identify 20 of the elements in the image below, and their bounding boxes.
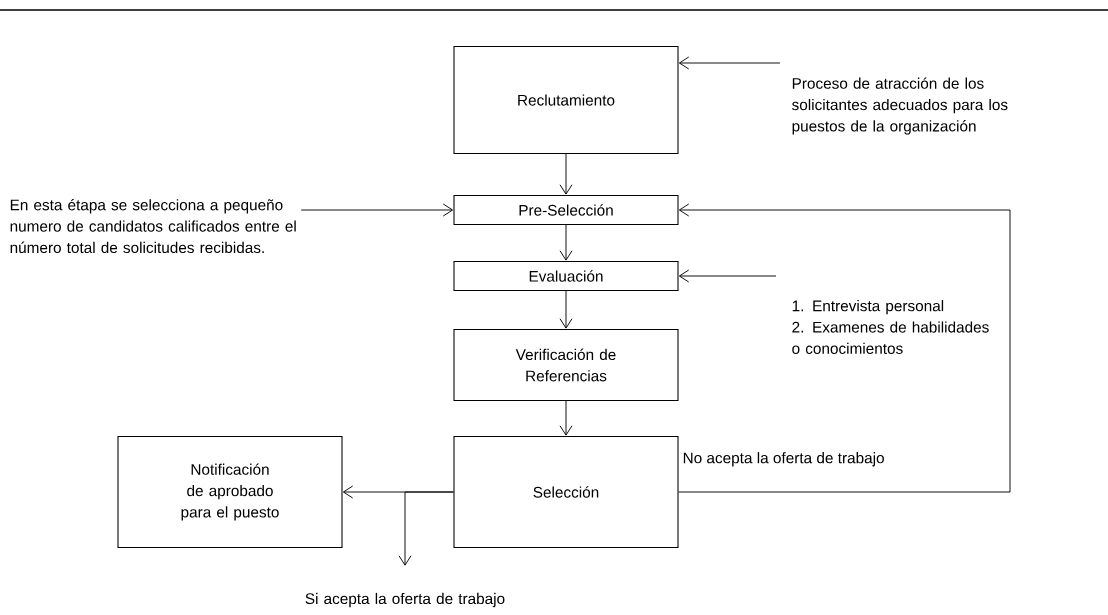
note-text: En esta étapa se selecciona a pequeño numero de candidatos calificados entre el número total de solicitudes recibidas. (10, 198, 296, 254)
process-box: Evaluación (453, 260, 679, 292)
note-text: Proceso de atracción de los solicitantes adecuados para los puestos de la organización (792, 77, 1008, 135)
arrow (300, 203, 454, 217)
note-text: Si acepta la oferta de trabajo (305, 592, 505, 608)
arrow (678, 269, 777, 283)
process-box: Notificación de aprobado para el puesto (117, 435, 343, 549)
arrow (559, 400, 573, 436)
process-box: Verificación de Referencias (453, 328, 679, 402)
process-box: Selección (453, 435, 679, 549)
arrow (678, 56, 781, 70)
arrow (678, 203, 1011, 493)
arrow (398, 491, 454, 566)
arrow (559, 153, 573, 195)
process-box: Pre-Selección (453, 194, 679, 226)
note-text: 1. Entrevista personal 2. Examenes de habilidades o conocimientos (792, 300, 989, 354)
process-box: Reclutamiento (453, 45, 679, 155)
arrow (559, 224, 573, 261)
edge-label: No acepta la oferta de trabajo (683, 452, 884, 467)
arrow (559, 290, 573, 329)
